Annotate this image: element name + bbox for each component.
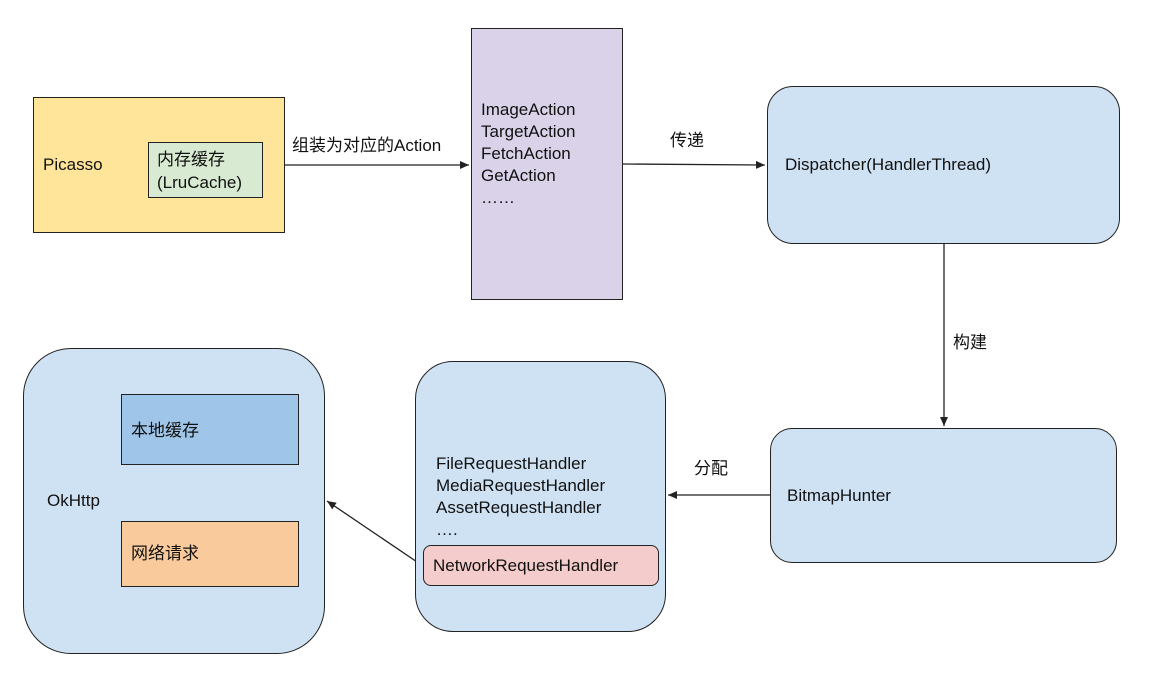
- edge-label-pass: 传递: [670, 131, 704, 150]
- request-handler-item: AssetRequestHandler: [436, 498, 602, 517]
- request-handlers-node: [415, 361, 666, 632]
- action-item: ……: [481, 188, 515, 207]
- edge-label-dispatch: 分配: [694, 459, 728, 478]
- edge-label-assemble-action: 组装为对应的Action: [292, 136, 442, 155]
- network-request-label: 网络请求: [131, 544, 199, 563]
- action-item: TargetAction: [481, 122, 576, 141]
- bitmap-hunter-label: BitmapHunter: [787, 486, 891, 505]
- arrow-network-handler-to-okhttp: [326, 500, 424, 567]
- action-node: [471, 28, 623, 300]
- picasso-label: Picasso: [43, 155, 103, 174]
- edge-label-build: 构建: [953, 333, 987, 352]
- network-request-handler-label: NetworkRequestHandler: [433, 556, 619, 575]
- dispatcher-node: [767, 86, 1120, 244]
- local-cache-node: [121, 394, 299, 465]
- network-request-handler-node: [423, 545, 659, 586]
- memory-cache-label-line-1: 内存缓存: [157, 150, 225, 169]
- memory-cache-label-line-2: (LruCache): [157, 173, 243, 192]
- network-request-node: [121, 521, 299, 587]
- request-handler-item: FileRequestHandler: [436, 454, 587, 473]
- request-handler-item: MediaRequestHandler: [436, 476, 606, 495]
- action-item: ImageAction: [481, 100, 576, 119]
- arrow-action-to-dispatcher: [622, 160, 766, 169]
- okhttp-label: OkHttp: [47, 491, 100, 510]
- dispatcher-label: Dispatcher(HandlerThread): [785, 155, 991, 174]
- action-item: GetAction: [481, 166, 556, 185]
- local-cache-label: 本地缓存: [131, 421, 199, 440]
- memory-cache-node: [148, 142, 263, 198]
- request-handler-item: ….: [436, 520, 458, 539]
- action-item: FetchAction: [481, 144, 571, 163]
- bitmap-hunter-node: [770, 428, 1117, 563]
